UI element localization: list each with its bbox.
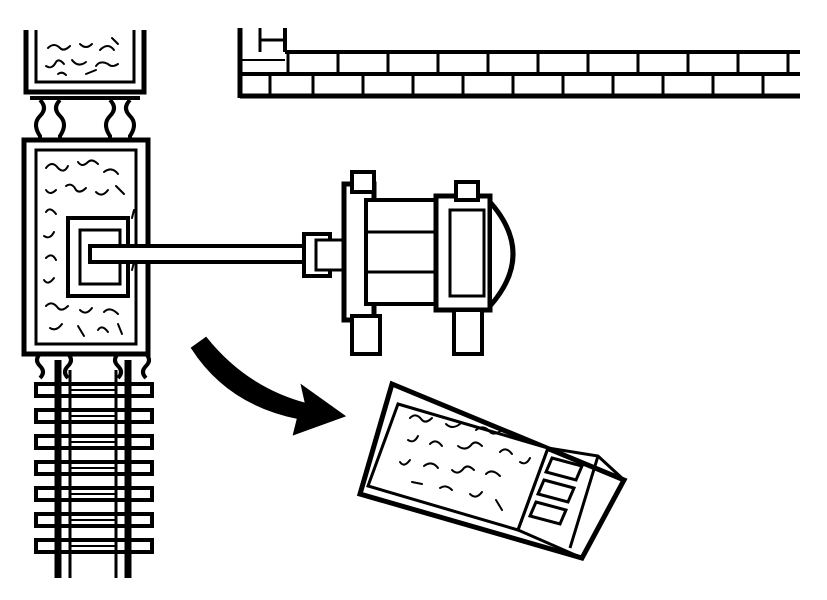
brick-wall bbox=[240, 28, 800, 98]
hydraulic-ram-unit bbox=[90, 172, 513, 354]
bin-hopper bbox=[26, 30, 144, 140]
ejected-bale bbox=[360, 384, 624, 558]
track-rails bbox=[36, 360, 152, 578]
discharge-arrow-icon bbox=[192, 338, 344, 434]
